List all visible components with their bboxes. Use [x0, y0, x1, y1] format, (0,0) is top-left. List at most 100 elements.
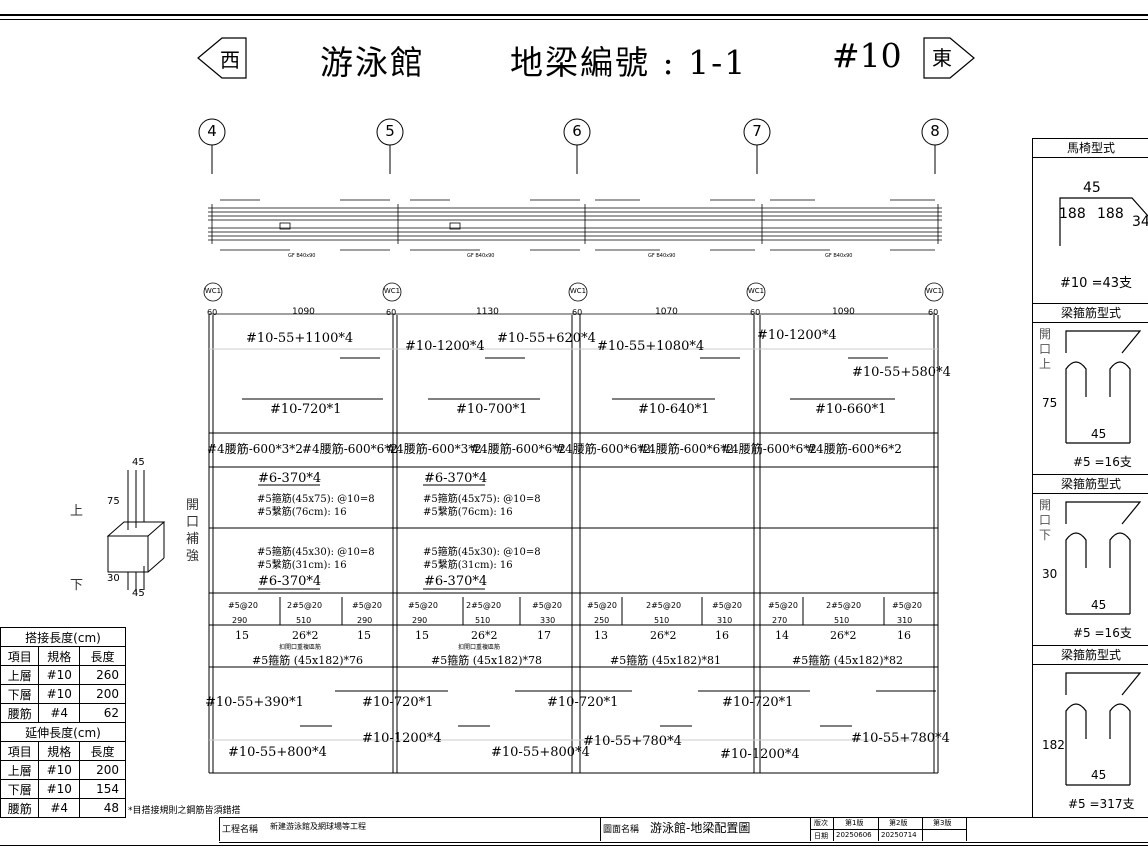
bottom-bar: #10-720*1	[547, 695, 619, 710]
bottom-bar: #10-55+390*1	[205, 695, 304, 710]
version-1: 第1版	[845, 819, 864, 827]
bottom-bar: #10-1200*4	[720, 747, 800, 762]
east-arrow-icon	[923, 37, 975, 79]
stirrup-count: 17	[537, 629, 551, 642]
table-title: 延伸長度(cm)	[0, 722, 126, 742]
stirrup-length: 510	[296, 616, 312, 625]
support-width: 60	[572, 308, 583, 317]
second-bar: #10-660*1	[815, 402, 887, 417]
stirrup-length: 510	[654, 616, 670, 625]
stirrup-height: 182	[1042, 738, 1065, 752]
wc-label: WC1	[747, 287, 765, 295]
stirrup-length: 310	[717, 616, 733, 625]
stirrup-count: 15	[415, 629, 429, 642]
opening-tie: #5繫筋(31cm): 16	[423, 560, 513, 571]
stirrup-count: 15	[235, 629, 249, 642]
opening-tie: #5繫筋(76cm): 16	[257, 507, 347, 518]
date-label: 日期	[814, 832, 828, 840]
stirrup-bottom-drawing	[1065, 501, 1142, 615]
elev-tag-4: GF B40x90	[825, 253, 853, 259]
stirrup-side-label: 開口下	[1039, 498, 1052, 542]
stirrup-width: 45	[1091, 427, 1107, 441]
chair-dim: 188	[1097, 206, 1124, 222]
support-width: 60	[750, 308, 761, 317]
opening-top-label: 上	[70, 504, 84, 519]
opening-stirrup: #5箍筋(45x75): @10=8	[423, 494, 541, 505]
stirrup-length: 310	[897, 616, 913, 625]
table-title: 搭接長度(cm)	[0, 627, 126, 647]
gridline-markers	[198, 118, 949, 174]
wc-label: WC1	[383, 287, 401, 295]
waist-bar: #4腰筋-600*6*2	[721, 442, 817, 456]
stirrup-count: 16	[715, 629, 729, 642]
opening-dim: 75	[107, 496, 120, 507]
stirrup-height: 75	[1042, 396, 1058, 410]
gridline-4: 4	[207, 122, 217, 140]
bottom-bar: #10-1200*4	[362, 731, 442, 746]
west-arrow-icon	[197, 37, 247, 79]
stirrup-count: 26*2	[650, 629, 677, 642]
second-bar: #10-700*1	[456, 402, 528, 417]
version-label: 版次	[814, 819, 828, 827]
drawing-label: 圖面名稱	[603, 825, 640, 835]
chair-dim: 45	[1083, 180, 1101, 196]
version-3: 第3版	[933, 819, 952, 827]
waist-bar: #4腰筋-600*6*2	[470, 442, 566, 456]
top-bar: #10-1200*4	[757, 328, 837, 343]
title-block	[219, 817, 1148, 843]
stirrup-count: #5 =16支	[1073, 626, 1132, 640]
stirrup-zone: #5@20	[712, 601, 742, 610]
beam-elevation	[208, 199, 942, 251]
stirrup-count: 15	[357, 629, 371, 642]
stirrup-side-label: 開口上	[1039, 327, 1052, 371]
second-bar: #10-720*1	[270, 402, 342, 417]
stirrup-height: 30	[1042, 567, 1058, 581]
stirrup-total: #5箍筋 (45x182)*78	[431, 654, 542, 667]
stirrup-zone: 2#5@20	[826, 601, 862, 610]
stirrup-top-drawing	[1065, 330, 1142, 444]
opening-stirrup: #5箍筋(45x30): @10=8	[257, 547, 375, 558]
stirrup-length: 250	[594, 616, 610, 625]
opening-bar: #6-370*4	[424, 471, 488, 486]
bottom-bar: #10-720*1	[362, 695, 434, 710]
east-label: 東	[932, 46, 952, 70]
elev-tag-2: GF B40x90	[467, 253, 495, 259]
wc-label: WC1	[925, 287, 943, 295]
wc-label: WC1	[204, 287, 222, 295]
opening-stirrup: #5箍筋(45x75): @10=8	[257, 494, 375, 505]
opening-tie: #5繫筋(76cm): 16	[423, 507, 513, 518]
chair-dim: 188	[1059, 206, 1086, 222]
title-area	[197, 37, 975, 79]
stirrup-note: 扣開口重複區筋	[458, 644, 501, 651]
opening-bar: #6-370*4	[424, 574, 488, 589]
top-border	[0, 14, 1148, 16]
west-label: 西	[220, 48, 240, 72]
stirrup-length: 510	[834, 616, 850, 625]
stirrup-zone: 2#5@20	[646, 601, 682, 610]
span-length-3: 1070	[655, 307, 678, 317]
wc-markers	[203, 282, 944, 315]
building-title: 游泳館	[320, 43, 425, 82]
top-border-inner	[0, 19, 1148, 20]
waist-bar: #4腰筋-600*6*2	[638, 442, 734, 456]
date-2: 20250714	[881, 831, 917, 839]
elev-tag-3: GF B40x90	[648, 253, 676, 259]
stirrup-length: 510	[475, 616, 491, 625]
stirrup-length: 270	[772, 616, 788, 625]
gridline-7: 7	[752, 122, 762, 140]
support-width: 60	[207, 308, 218, 317]
stirrup-length: 290	[357, 616, 373, 625]
gridline-5: 5	[385, 122, 395, 140]
stirrup-count: #5 =16支	[1073, 455, 1132, 469]
stirrup-length: 290	[412, 616, 428, 625]
bottom-bar: #10-55+780*4	[583, 734, 682, 749]
chair-panel-title: 馬椅型式	[1032, 138, 1148, 158]
stirrup-count: 26*2	[830, 629, 857, 642]
opening-dim: 45	[132, 457, 145, 468]
stirrup-count: 16	[897, 629, 911, 642]
